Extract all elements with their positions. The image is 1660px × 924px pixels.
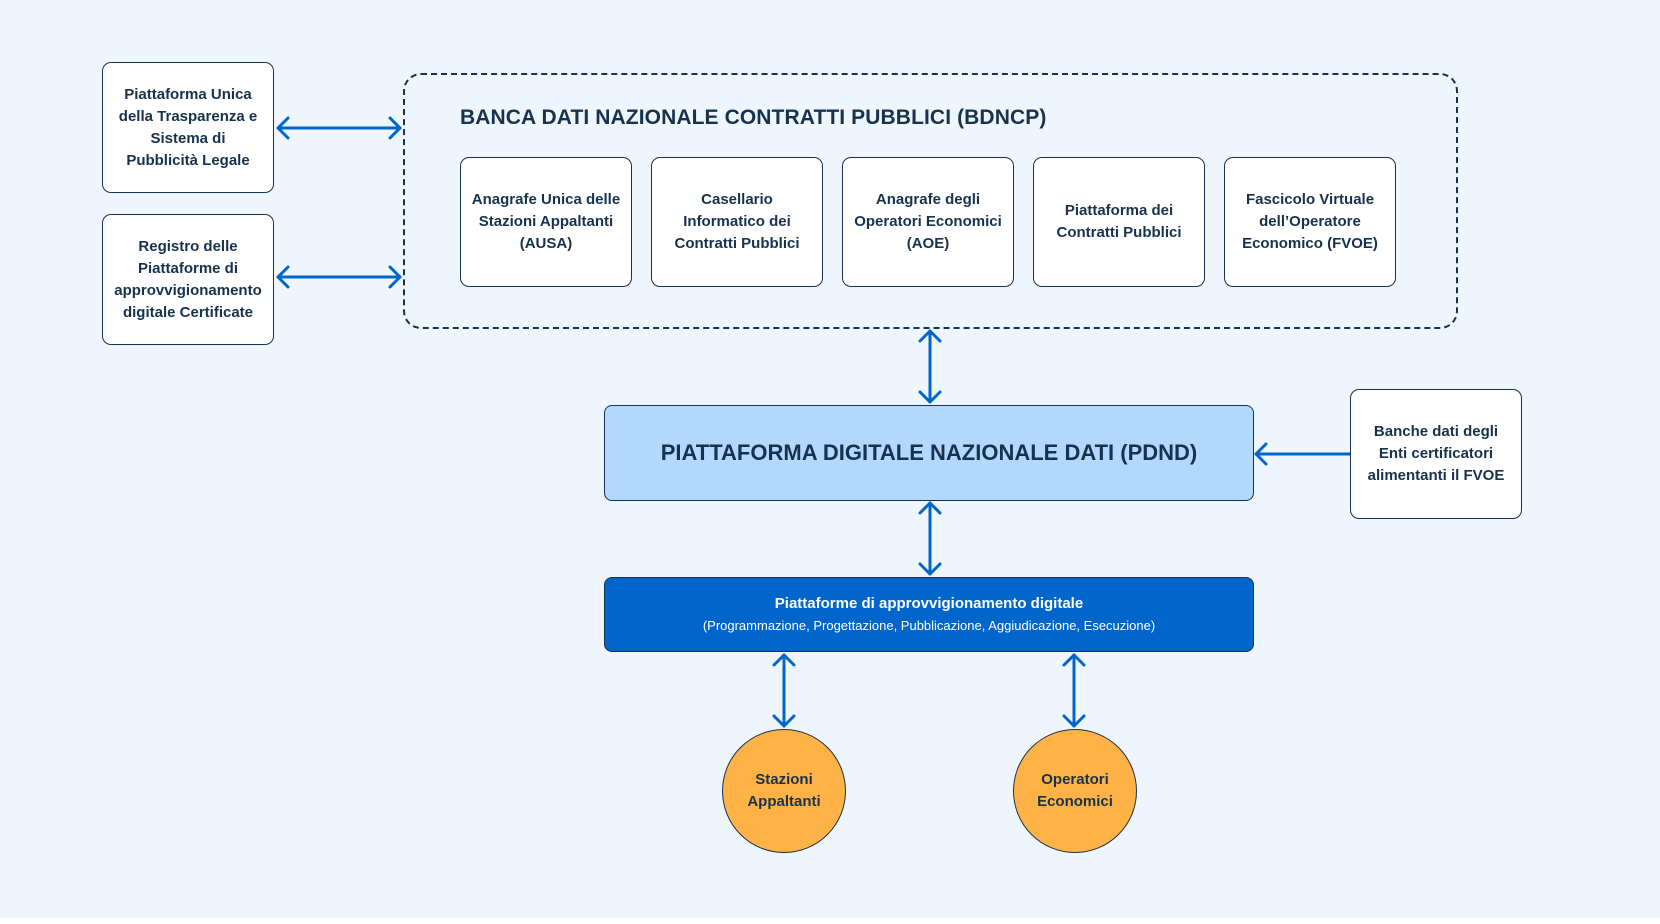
arrow-registry-bdncp bbox=[276, 265, 402, 289]
bdncp-component-label: Piattaforma dei Contratti Pubblici bbox=[1056, 202, 1182, 241]
arrow-certifiers-pdnd bbox=[1254, 442, 1352, 466]
certifying-bodies-label: Banche dati degli Enti certificatori ali… bbox=[1367, 423, 1505, 484]
bdncp-title: BANCA DATI NAZIONALE CONTRATTI PUBBLICI … bbox=[460, 106, 1047, 129]
pdnd-box: PIATTAFORMA DIGITALE NAZIONALE DATI (PDN… bbox=[604, 405, 1254, 501]
bdncp-component-casellario: Casellario Informatico dei Contratti Pub… bbox=[651, 157, 823, 287]
contracting-authorities-label: Stazioni Appaltanti bbox=[747, 771, 821, 810]
pdnd-label: PIATTAFORMA DIGITALE NAZIONALE DATI (PDN… bbox=[660, 440, 1198, 465]
arrow-transparency-bdncp bbox=[276, 116, 402, 140]
arrow-bdncp-pdnd bbox=[918, 329, 942, 404]
bdncp-component-ausa: Anagrafe Unica delle Stazioni Appaltanti… bbox=[460, 157, 632, 287]
bdncp-component-label: Anagrafe degli Operatori Economici (AOE) bbox=[854, 191, 1002, 252]
arrow-platforms-operatori bbox=[1062, 653, 1086, 728]
bdncp-container bbox=[403, 73, 1458, 329]
transparency-platform-label: Piattaforma Unica della Trasparenza e Si… bbox=[118, 85, 258, 169]
bdncp-component-label: Fascicolo Virtuale dell’Operatore Econom… bbox=[1242, 191, 1378, 252]
certifying-bodies-box: Banche dati degli Enti certificatori ali… bbox=[1350, 389, 1522, 519]
bdncp-component-contracts-platform: Piattaforma dei Contratti Pubblici bbox=[1033, 157, 1205, 287]
arrow-pdnd-platforms bbox=[918, 501, 942, 576]
bdncp-component-label: Anagrafe Unica delle Stazioni Appaltanti… bbox=[471, 191, 621, 252]
certified-platforms-registry-box: Registro delle Piattaforme di approvvigi… bbox=[102, 214, 274, 345]
bdncp-component-fvoe: Fascicolo Virtuale dell’Operatore Econom… bbox=[1224, 157, 1396, 287]
transparency-platform-box: Piattaforma Unica della Trasparenza e Si… bbox=[102, 62, 274, 193]
bdncp-component-label: Casellario Informatico dei Contratti Pub… bbox=[674, 191, 800, 252]
certified-platforms-registry-label: Registro delle Piattaforme di approvvigi… bbox=[114, 237, 262, 321]
arrow-platforms-stazioni bbox=[772, 653, 796, 728]
economic-operators-label: Operatori Economici bbox=[1037, 771, 1113, 810]
economic-operators-circle: Operatori Economici bbox=[1013, 729, 1137, 853]
procurement-platforms-subtitle: (Programmazione, Progettazione, Pubblica… bbox=[702, 617, 1156, 633]
procurement-platforms-box: Piattaforme di approvvigionamento digita… bbox=[604, 577, 1254, 652]
contracting-authorities-circle: Stazioni Appaltanti bbox=[722, 729, 846, 853]
bdncp-component-aoe: Anagrafe degli Operatori Economici (AOE) bbox=[842, 157, 1014, 287]
procurement-platforms-title: Piattaforme di approvvigionamento digita… bbox=[774, 594, 1084, 612]
